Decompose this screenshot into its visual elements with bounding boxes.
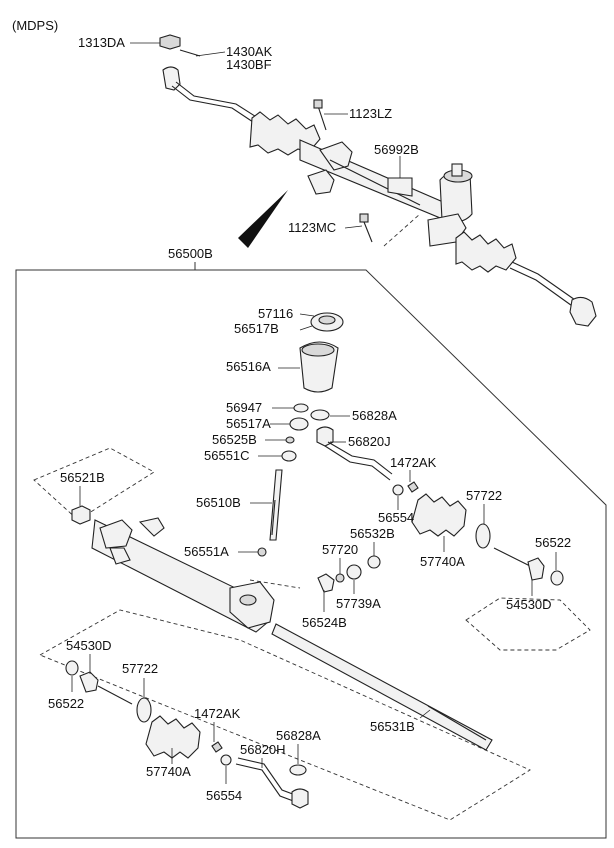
- label-56828A-bottom: 56828A: [276, 728, 321, 743]
- label-56551C: 56551C: [204, 448, 250, 463]
- label-56551A: 56551A: [184, 544, 229, 559]
- label-57722-bottom: 57722: [122, 661, 158, 676]
- label-1472AK-bottom: 1472AK: [194, 706, 241, 721]
- label-56828A-top: 56828A: [352, 408, 397, 423]
- label-57740A-top: 57740A: [420, 554, 465, 569]
- label-56517A: 56517A: [226, 416, 271, 431]
- label-57720: 57720: [322, 542, 358, 557]
- label-56517B: 56517B: [234, 321, 279, 336]
- label-56531B: 56531B: [370, 719, 415, 734]
- label-56554-top: 56554: [378, 510, 414, 525]
- label-56516A: 56516A: [226, 359, 271, 374]
- exploded-view-frame: [15, 269, 607, 839]
- label-1123LZ: 1123LZ: [349, 106, 392, 121]
- label-56525B: 56525B: [212, 432, 257, 447]
- label-56500B: 56500B: [168, 246, 213, 261]
- label-1430BF: 1430BF: [226, 57, 272, 72]
- label-1123MC: 1123MC: [288, 220, 336, 235]
- label-57116: 57116: [258, 306, 293, 321]
- label-1430AK: 1430AK: [226, 44, 273, 59]
- label-54530D-top: 54530D: [506, 597, 552, 612]
- label-56522-bottom: 56522: [48, 696, 84, 711]
- label-1472AK-top: 1472AK: [390, 455, 437, 470]
- exploded-parts-illustration: [65, 312, 564, 809]
- label-56510B: 56510B: [196, 495, 241, 510]
- label-1313DA: 1313DA: [78, 35, 125, 50]
- label-56522-top: 56522: [535, 535, 571, 550]
- label-57722-top: 57722: [466, 488, 502, 503]
- label-56554-bottom: 56554: [206, 788, 242, 803]
- label-57739A: 57739A: [336, 596, 381, 611]
- label-56532B: 56532B: [350, 526, 395, 541]
- label-56820J: 56820J: [348, 434, 391, 449]
- label-56820H: 56820H: [240, 742, 286, 757]
- steering-gear-assembly-illustration: [159, 34, 597, 327]
- direction-arrow-icon: [238, 190, 288, 248]
- label-56524B: 56524B: [302, 615, 347, 630]
- label-57740A-bottom: 57740A: [146, 764, 191, 779]
- label-56521B: 56521B: [60, 470, 105, 485]
- label-54530D-bottom: 54530D: [66, 638, 112, 653]
- variant-label: (MDPS): [12, 18, 58, 33]
- label-56992B: 56992B: [374, 142, 419, 157]
- label-56947: 56947: [226, 400, 262, 415]
